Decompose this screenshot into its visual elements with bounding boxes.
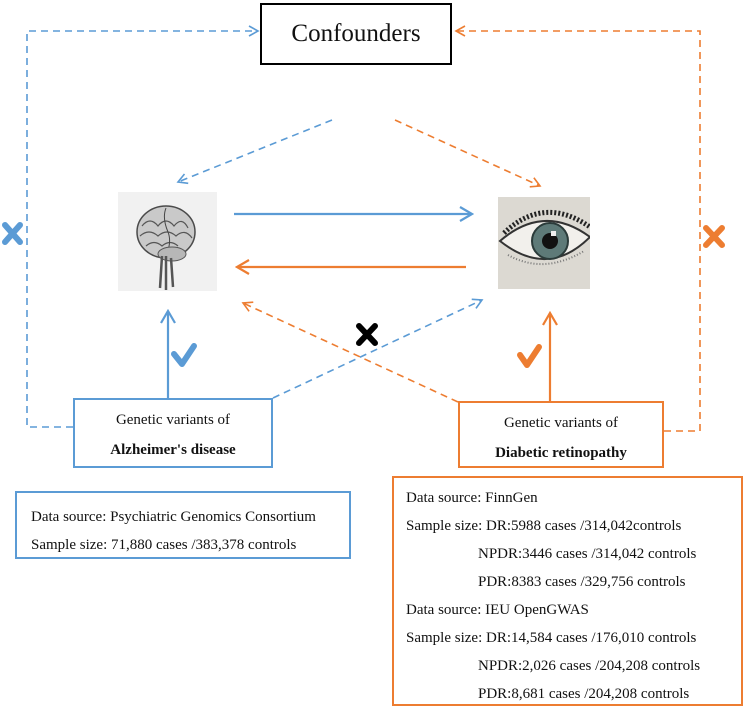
ieu-data-source: Data source: IEU OpenGWAS <box>406 602 589 618</box>
retinopathy-variants-box: Genetic variants of Diabetic retinopathy <box>458 401 664 468</box>
retinopathy-variants-title: Diabetic retinopathy <box>495 445 627 461</box>
finngen-sample-size-npdr: NPDR:3446 cases /314,042 controls <box>478 546 697 562</box>
ad-variants-to-eye-dashed-arrow <box>272 298 484 399</box>
alzheimers-sample-size: Sample size: 71,880 cases /383,378 contr… <box>31 537 297 553</box>
alzheimers-variants-title: Alzheimer's disease <box>110 442 236 458</box>
brain-icon <box>118 192 217 291</box>
ad-to-confounders-dashed-path <box>26 25 260 428</box>
retinopathy-variants-line1: Genetic variants of <box>503 415 619 431</box>
ieu-sample-size-dr: Sample size: DR:14,584 cases /176,010 co… <box>406 630 697 646</box>
alzheimers-variants-box: Genetic variants of Alzheimer's disease <box>73 398 273 468</box>
eye-icon <box>498 197 590 289</box>
alzheimers-variants-line1: Genetic variants of <box>115 412 231 428</box>
finngen-data-source: Data source: FinnGen <box>406 490 538 506</box>
ieu-sample-size-npdr: NPDR:2,026 cases /204,208 controls <box>478 658 701 674</box>
retinopathy-data-source-box: Data source: FinnGen Sample size: DR:598… <box>392 476 743 706</box>
blue-cross-icon <box>2 222 23 245</box>
dr-to-confounders-dashed-path <box>454 25 701 432</box>
alzheimers-data-source-box: Data source: Psychiatric Genomics Consor… <box>15 491 351 559</box>
dr-variants-to-brain-dashed-arrow <box>241 301 459 403</box>
black-cross-icon <box>356 323 378 346</box>
brain-image <box>118 192 217 291</box>
confounders-label: Confounders <box>291 20 421 47</box>
confounders-to-eye-dashed-arrow <box>394 119 542 188</box>
ieu-sample-size-pdr: PDR:8,681 cases /204,208 controls <box>478 686 690 702</box>
confounders-box: Confounders <box>260 3 452 65</box>
finngen-sample-size-dr: Sample size: DR:5988 cases /314,042contr… <box>406 518 682 534</box>
orange-check-icon <box>517 344 542 368</box>
eye-image <box>498 197 590 289</box>
finngen-sample-size-pdr: PDR:8383 cases /329,756 controls <box>478 574 686 590</box>
confounders-to-brain-dashed-arrow <box>176 119 333 185</box>
blue-check-icon <box>171 343 197 367</box>
alzheimers-data-source: Data source: Psychiatric Genomics Consor… <box>31 509 316 525</box>
orange-cross-icon <box>703 225 725 248</box>
